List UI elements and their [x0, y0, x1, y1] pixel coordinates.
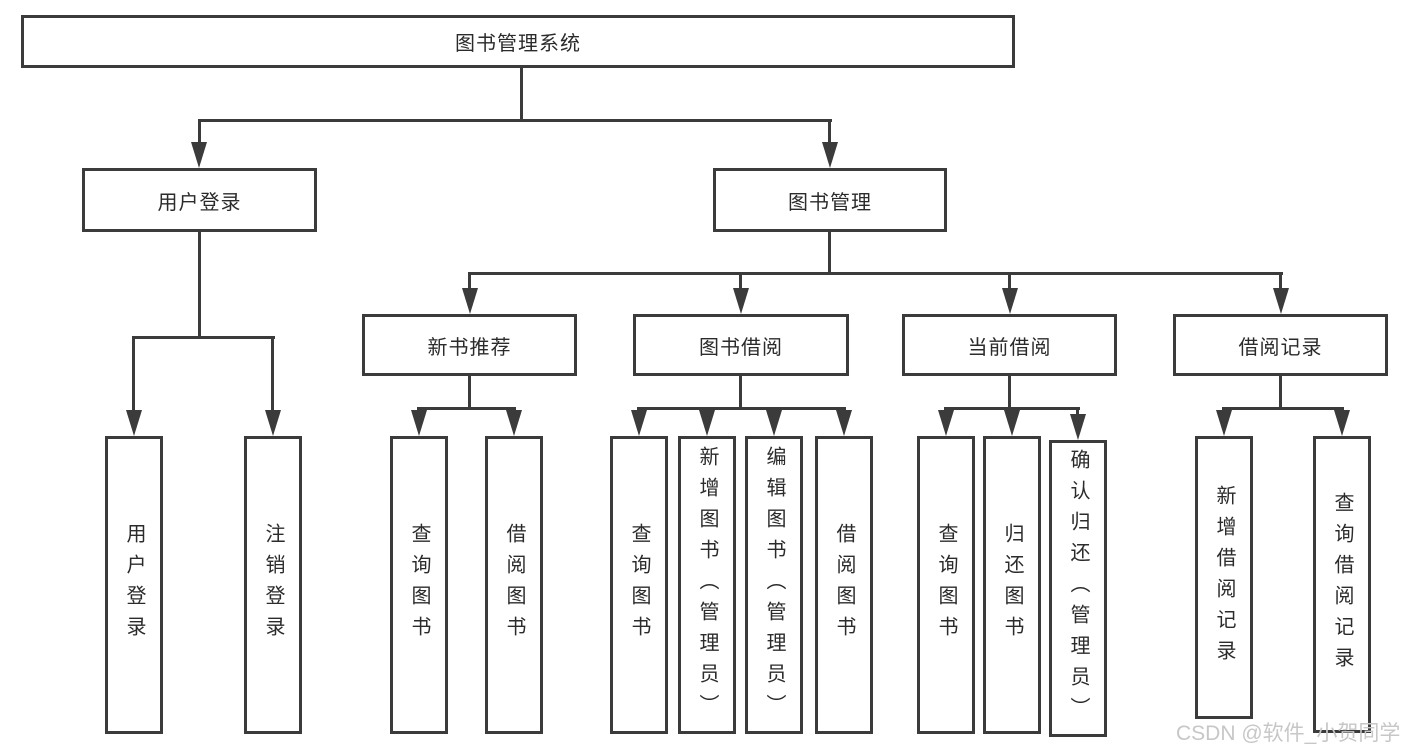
- arrowhead-down: [265, 410, 281, 436]
- leaf-query-books-current: 查询图书: [917, 436, 975, 734]
- leaf-user-login: 用户登录: [105, 436, 163, 734]
- arrowhead-down: [1002, 288, 1018, 314]
- connector-root-stub: [520, 68, 523, 119]
- leaf-borrow-books-borrowing: 借阅图书: [815, 436, 873, 734]
- node-book-management: 图书管理: [713, 168, 947, 232]
- arrowhead-down: [506, 410, 522, 436]
- arrowhead-down: [836, 410, 852, 436]
- leaf-borrow-books-recommend: 借阅图书: [485, 436, 543, 734]
- leaf-borrow-books-recommend-label: 借阅图书: [503, 523, 525, 647]
- leaf-add-borrow-record: 新增借阅记录: [1195, 436, 1253, 719]
- connector-root-bar: [198, 119, 832, 122]
- leaf-borrow-books-borrowing-label: 借阅图书: [833, 523, 855, 647]
- leaf-return-book: 归还图书: [983, 436, 1041, 734]
- csdn-watermark: CSDN @软件_小贺同学: [1176, 722, 1401, 745]
- arrowhead-down: [1216, 410, 1232, 436]
- node-new-book-recommend: 新书推荐: [362, 314, 577, 376]
- connector-drop: [1076, 407, 1079, 419]
- arrowhead-down: [411, 410, 427, 436]
- node-root-label: 图书管理系统: [455, 33, 581, 55]
- connector-drop: [1008, 272, 1011, 294]
- connector-drop: [1279, 272, 1282, 294]
- leaf-query-books-borrowing-label: 查询图书: [628, 523, 650, 647]
- connector-drop: [468, 272, 471, 294]
- leaf-query-books-recommend: 查询图书: [390, 436, 448, 734]
- leaf-logout-label: 注销登录: [262, 523, 284, 647]
- leaf-query-books-recommend-label: 查询图书: [408, 523, 430, 647]
- connector-book-mgmt-bar: [468, 272, 1283, 275]
- node-root: 图书管理系统: [21, 15, 1015, 68]
- connector-user-login-bar: [132, 336, 275, 339]
- leaf-query-borrow-record: 查询借阅记录: [1313, 436, 1371, 733]
- leaf-add-borrow-record-label: 新增借阅记录: [1213, 484, 1235, 671]
- arrowhead-down: [1334, 410, 1350, 436]
- node-user-login: 用户登录: [82, 168, 317, 232]
- arrowhead-down: [938, 410, 954, 436]
- connector-stub: [1279, 376, 1282, 407]
- arrowhead-down: [1273, 288, 1289, 314]
- connector-drop: [132, 336, 135, 416]
- node-book-borrowing-label: 图书借阅: [699, 336, 783, 359]
- leaf-query-books-current-label: 查询图书: [935, 523, 957, 647]
- arrowhead-down: [126, 410, 142, 436]
- connector-bar: [1222, 407, 1344, 410]
- arrowhead-down: [766, 410, 782, 436]
- connector-stub: [739, 376, 742, 407]
- connector-drop: [828, 119, 831, 148]
- connector-drop: [271, 336, 274, 416]
- leaf-edit-book-admin-label: 编辑图书（管理员）: [763, 445, 785, 725]
- node-current-borrowing: 当前借阅: [902, 314, 1117, 376]
- connector-bar: [944, 407, 1080, 410]
- arrowhead-down: [1004, 410, 1020, 436]
- leaf-return-book-label: 归还图书: [1001, 523, 1023, 647]
- leaf-query-borrow-record-label: 查询借阅记录: [1331, 491, 1353, 678]
- leaf-add-book-admin: 新增图书（管理员）: [678, 436, 736, 734]
- leaf-logout: 注销登录: [244, 436, 302, 734]
- arrowhead-down: [191, 142, 207, 168]
- node-borrowing-records: 借阅记录: [1173, 314, 1388, 376]
- connector-stub: [1008, 376, 1011, 407]
- leaf-add-book-admin-label: 新增图书（管理员）: [696, 445, 718, 725]
- connector-bar: [637, 407, 846, 410]
- arrowhead-down: [733, 288, 749, 314]
- leaf-confirm-return-admin-label: 确认归还（管理员）: [1067, 449, 1089, 728]
- connector-drop: [198, 119, 201, 148]
- leaf-edit-book-admin: 编辑图书（管理员）: [745, 436, 803, 734]
- arrowhead-down: [1070, 414, 1086, 440]
- node-new-book-recommend-label: 新书推荐: [427, 336, 512, 359]
- node-book-borrowing: 图书借阅: [633, 314, 849, 376]
- node-borrowing-records-label: 借阅记录: [1238, 336, 1323, 359]
- node-current-borrowing-label: 当前借阅: [967, 336, 1052, 359]
- arrowhead-down: [462, 288, 478, 314]
- arrowhead-down: [822, 142, 838, 168]
- connector-stub: [468, 376, 471, 407]
- connector-drop: [739, 272, 742, 294]
- arrowhead-down: [631, 410, 647, 436]
- leaf-user-login-label: 用户登录: [123, 523, 145, 647]
- arrowhead-down: [699, 410, 715, 436]
- leaf-query-books-borrowing: 查询图书: [610, 436, 668, 734]
- connector-user-login-stub: [198, 232, 201, 336]
- connector-bar: [417, 407, 516, 410]
- node-book-management-label: 图书管理: [788, 191, 872, 214]
- node-user-login-label: 用户登录: [157, 191, 242, 214]
- leaf-confirm-return-admin: 确认归还（管理员）: [1049, 440, 1107, 737]
- connector-book-mgmt-stub: [828, 232, 831, 272]
